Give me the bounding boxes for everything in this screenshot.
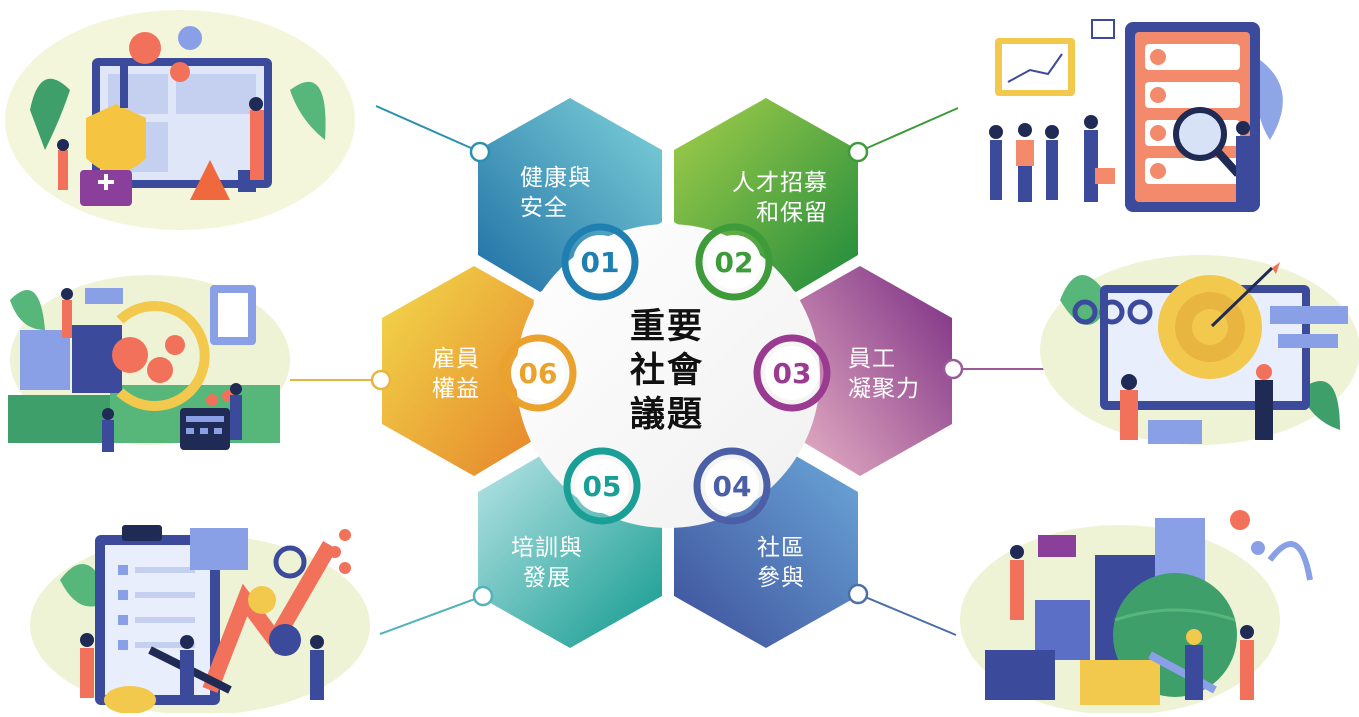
dot-03 bbox=[942, 358, 964, 380]
label-04: 社區 參與 bbox=[757, 535, 805, 591]
dot-04 bbox=[847, 583, 869, 605]
number-06: 06 bbox=[511, 346, 565, 400]
connector-02 bbox=[857, 107, 959, 153]
label-06: 雇員 權益 bbox=[432, 346, 480, 402]
center-title: 重要 社會 議題 bbox=[629, 307, 704, 435]
training-illustration bbox=[30, 525, 370, 715]
dot-06 bbox=[370, 369, 392, 391]
number-05: 05 bbox=[575, 459, 629, 513]
connector-dots bbox=[370, 141, 964, 607]
employee-rights-illustration bbox=[8, 275, 290, 452]
label-05: 培訓與 發展 bbox=[511, 535, 583, 591]
cohesion-illustration bbox=[1040, 255, 1359, 445]
hexagon-06 bbox=[382, 266, 534, 476]
number-04: 04 bbox=[705, 459, 759, 513]
number-01: 01 bbox=[573, 235, 627, 289]
ring-06 bbox=[499, 334, 577, 412]
connector-lines bbox=[290, 105, 1048, 636]
ring-05 bbox=[563, 447, 641, 525]
dot-05 bbox=[472, 585, 494, 607]
health-safety-illustration bbox=[5, 10, 355, 230]
ring-03 bbox=[753, 334, 831, 412]
ring-04 bbox=[693, 447, 771, 525]
connector-01 bbox=[375, 105, 481, 153]
ring-01 bbox=[561, 223, 639, 301]
number-02: 02 bbox=[707, 235, 761, 289]
connector-05 bbox=[379, 595, 484, 635]
number-rings bbox=[499, 223, 831, 525]
dot-01 bbox=[469, 141, 491, 163]
community-illustration bbox=[960, 510, 1313, 715]
ring-02 bbox=[695, 223, 773, 301]
number-03: 03 bbox=[765, 346, 819, 400]
label-01: 健康與 安全 bbox=[520, 165, 592, 221]
label-02: 人才招募 和保留 bbox=[732, 170, 828, 226]
recruitment-illustration bbox=[989, 19, 1283, 212]
hexagon-03 bbox=[800, 266, 952, 476]
connector-04 bbox=[857, 593, 957, 636]
label-03: 員工 凝聚力 bbox=[848, 346, 920, 402]
dot-02 bbox=[847, 141, 869, 163]
